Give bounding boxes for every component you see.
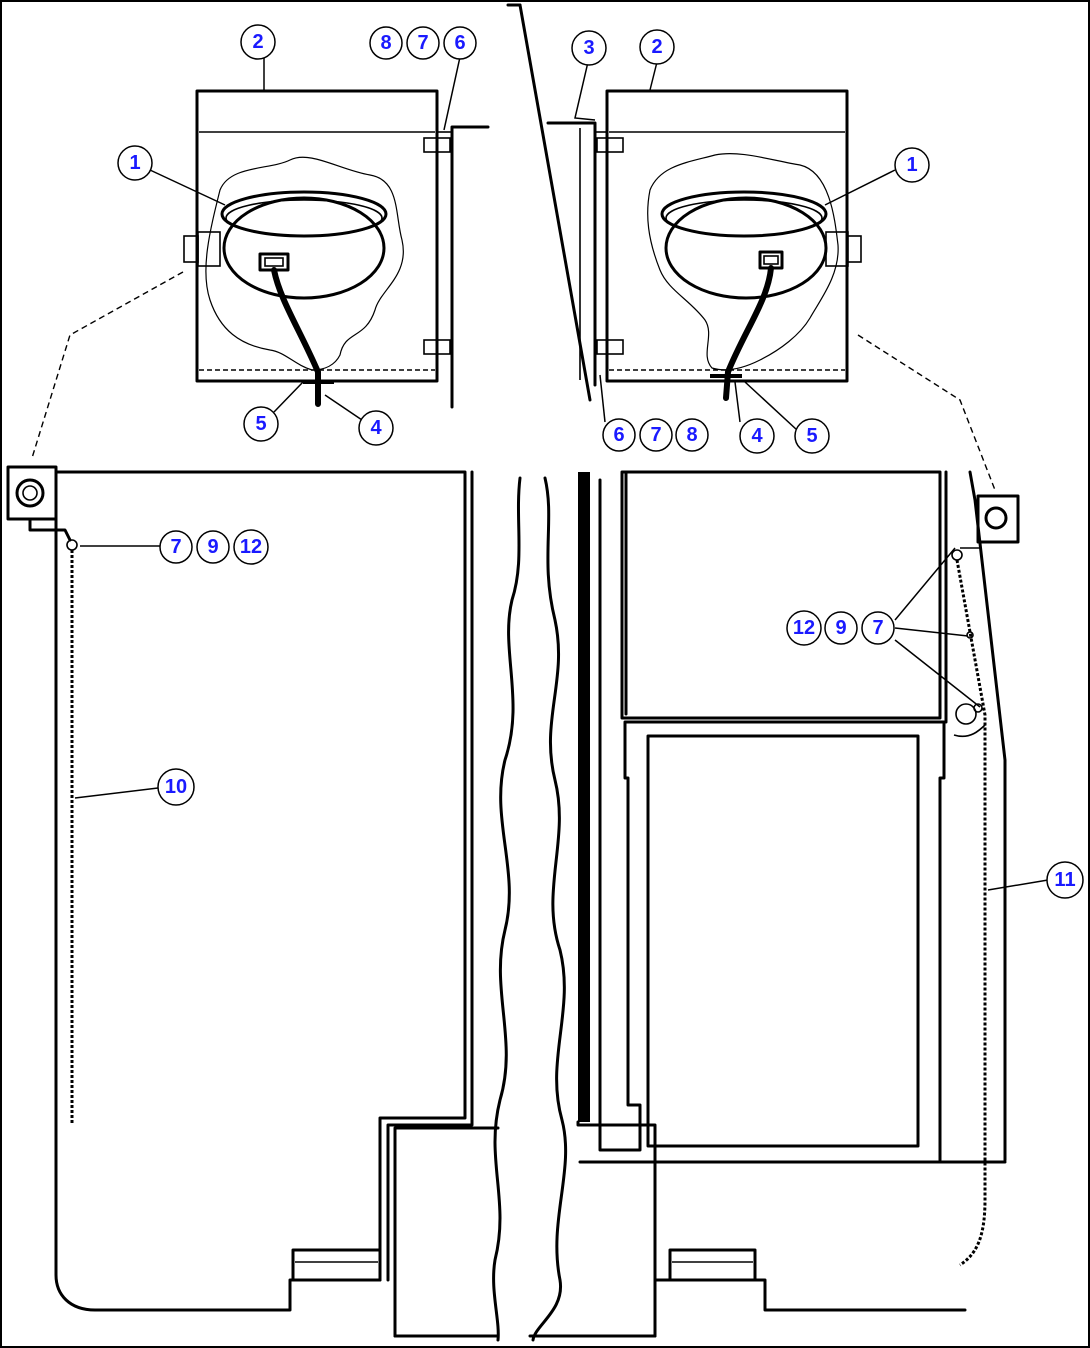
svg-text:7: 7 <box>170 536 181 558</box>
callout-7-left-top: 7 <box>406 26 440 60</box>
svg-text:7: 7 <box>650 424 661 446</box>
right-light-detail <box>506 3 862 402</box>
callout-4-right: 4 <box>739 418 775 454</box>
svg-text:12: 12 <box>240 536 262 558</box>
callout-7-lower-right: 7 <box>861 611 895 645</box>
svg-text:4: 4 <box>370 417 382 439</box>
svg-text:9: 9 <box>835 617 846 639</box>
right-body-view <box>528 470 1020 1338</box>
svg-text:1: 1 <box>129 152 140 174</box>
callout-11: 11 <box>1046 861 1084 899</box>
callout-4-left: 4 <box>358 410 394 446</box>
callout-6-right: 6 <box>602 418 636 452</box>
callout-1-right: 1 <box>894 147 930 183</box>
callout-2-right: 2 <box>639 29 675 65</box>
svg-text:7: 7 <box>417 32 428 54</box>
callout-1-left: 1 <box>117 145 153 181</box>
svg-text:5: 5 <box>255 413 266 435</box>
svg-text:9: 9 <box>207 536 218 558</box>
leader-lines <box>31 56 1049 891</box>
callout-9-lower-left: 9 <box>196 530 230 564</box>
callout-6-left: 6 <box>443 26 477 60</box>
svg-text:7: 7 <box>872 617 883 639</box>
svg-text:6: 6 <box>613 424 624 446</box>
callout-9-lower-right: 9 <box>824 611 858 645</box>
callout-8-left: 8 <box>369 26 403 60</box>
svg-text:3: 3 <box>583 37 594 59</box>
callout-5-left: 5 <box>243 406 279 442</box>
svg-text:8: 8 <box>380 32 391 54</box>
callout-3-right: 3 <box>571 30 607 66</box>
callout-12-lower-right: 12 <box>786 610 822 646</box>
callout-7-lower-left: 7 <box>159 530 193 564</box>
svg-text:10: 10 <box>165 776 187 798</box>
callout-12-lower-left: 12 <box>233 529 269 565</box>
callout-7-right-top: 7 <box>639 418 673 452</box>
svg-text:6: 6 <box>454 32 465 54</box>
svg-text:4: 4 <box>751 425 763 447</box>
svg-text:12: 12 <box>793 617 815 639</box>
callout-10: 10 <box>157 768 195 806</box>
svg-text:1: 1 <box>906 154 917 176</box>
break-lines <box>492 476 568 1342</box>
svg-text:5: 5 <box>806 425 817 447</box>
left-light-detail <box>183 89 490 409</box>
svg-text:2: 2 <box>252 31 263 53</box>
callout-2-left: 2 <box>240 24 276 60</box>
svg-text:2: 2 <box>651 36 662 58</box>
left-body-view <box>6 465 500 1338</box>
callout-5-right: 5 <box>794 418 830 454</box>
callout-8-right: 8 <box>675 418 709 452</box>
svg-text:8: 8 <box>686 424 697 446</box>
svg-text:11: 11 <box>1054 869 1075 891</box>
